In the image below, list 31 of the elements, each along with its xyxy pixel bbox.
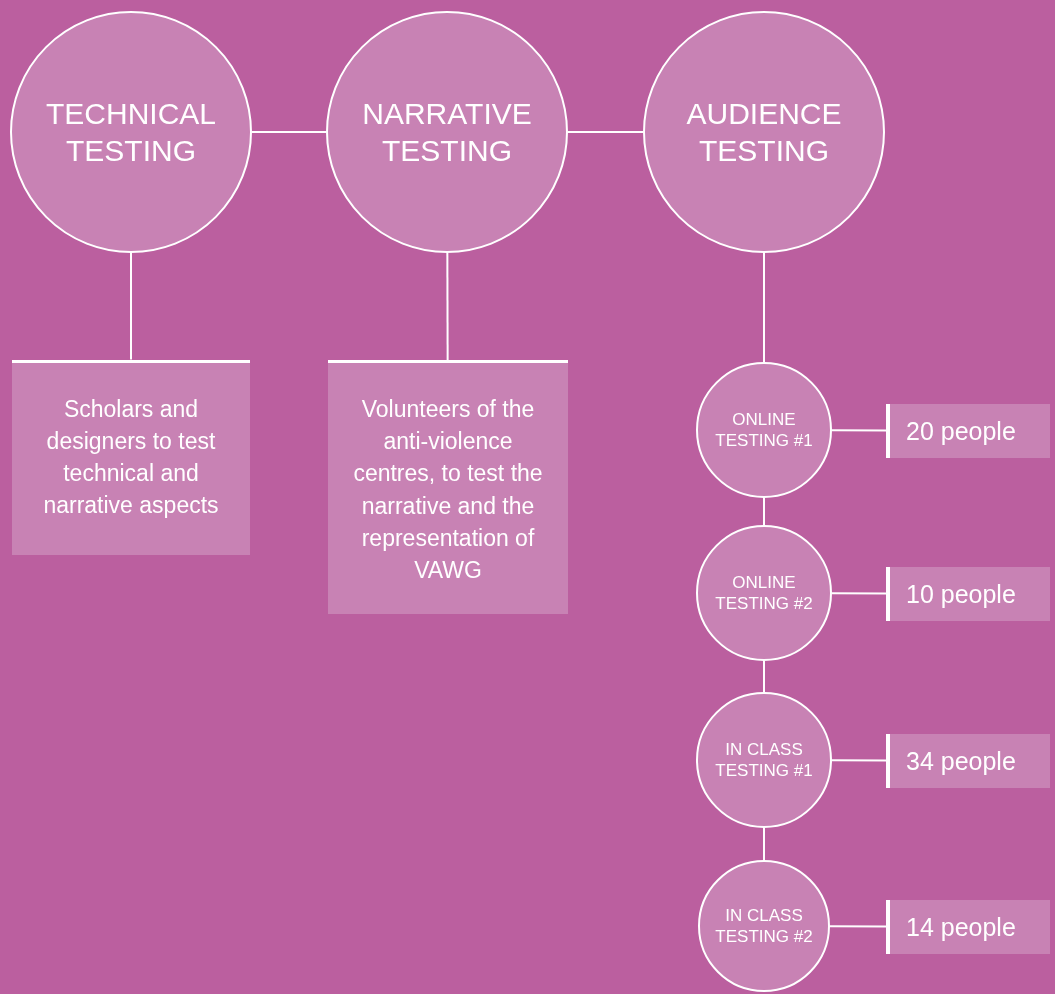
node-text: 20 people [906, 416, 1016, 446]
connector-line [831, 429, 887, 432]
connector-line [251, 131, 327, 133]
connector-line [763, 660, 765, 693]
count-box [886, 404, 1050, 458]
connector-line [763, 252, 765, 363]
node-text: NARRATIVE TESTING [361, 95, 533, 169]
description-panel [12, 359, 250, 555]
node-text: Volunteers of the anti-violence centres, to test the narrative and the representation of VAWG [353, 396, 543, 583]
connector-line [831, 759, 887, 762]
count-box [886, 734, 1050, 788]
node-text: Scholars and designers to test technical and narrative aspects [43, 395, 219, 519]
connector-line [831, 592, 887, 595]
node-text: ONLINE TESTING #1 [714, 408, 814, 452]
description-panel [328, 360, 568, 614]
connector-line [763, 827, 765, 861]
connector-line [130, 252, 132, 361]
node-text: IN CLASS TESTING #2 [714, 904, 814, 948]
node-text: 14 people [906, 912, 1016, 942]
node-text: AUDIENCE TESTING [685, 95, 843, 169]
node-text: ONLINE TESTING #2 [714, 571, 814, 615]
connector-line [446, 252, 449, 361]
node-text: 10 people [906, 579, 1016, 609]
node-text: IN CLASS TESTING #1 [714, 738, 814, 782]
node-text: 34 people [906, 746, 1016, 776]
count-box [886, 900, 1050, 954]
count-box [886, 567, 1050, 621]
connector-line [829, 925, 887, 928]
connector-line [567, 131, 644, 133]
node-text: TECHNICAL TESTING [45, 95, 217, 169]
connector-line [763, 497, 765, 526]
